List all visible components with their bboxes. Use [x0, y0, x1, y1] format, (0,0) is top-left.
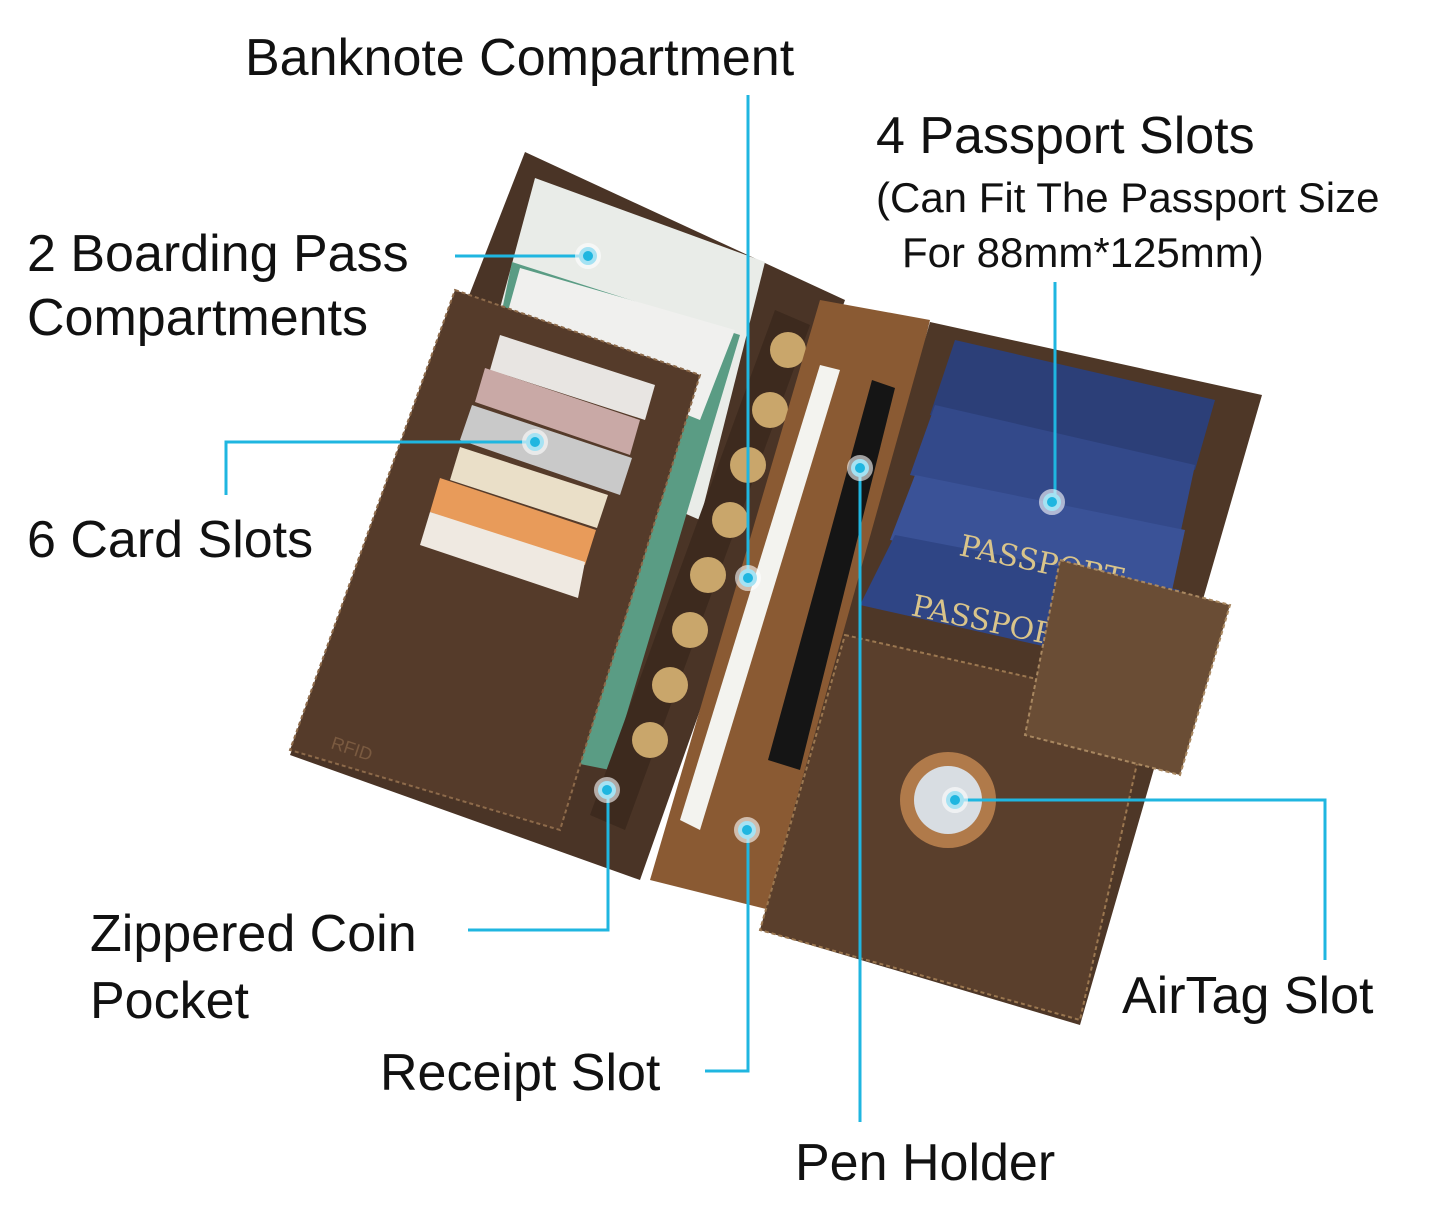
snap-tab: [1023, 558, 1232, 777]
label-pen-holder: Pen Holder: [795, 1134, 1056, 1192]
card: [490, 335, 655, 420]
passport: [930, 340, 1215, 470]
card: [450, 447, 608, 528]
label-airtag-slot: AirTag Slot: [1122, 967, 1374, 1025]
callout-dots: [522, 243, 1065, 843]
label-boarding-pass-2: Compartments: [27, 289, 368, 347]
label-coin-pocket-2: Pocket: [90, 972, 249, 1030]
passport: [890, 475, 1185, 600]
callout-coin: [468, 790, 610, 932]
label-banknote-compartment: Banknote Compartment: [245, 29, 795, 87]
card: [460, 405, 632, 495]
passports: PASSPORT PASSPORT: [860, 340, 1215, 670]
card-slots: [420, 335, 655, 598]
receipt: [680, 365, 840, 830]
card: [420, 512, 585, 598]
callout-airtag: [955, 798, 1327, 960]
callout-receipt: [705, 830, 750, 1073]
label-passport-note-2: For 88mm*125mm): [902, 229, 1264, 276]
label-receipt-slot: Receipt Slot: [380, 1044, 661, 1102]
passport: [910, 405, 1195, 535]
card: [430, 478, 596, 565]
label-card-slots: 6 Card Slots: [27, 511, 314, 569]
label-coin-pocket-1: Zippered Coin: [90, 905, 417, 963]
card: [475, 368, 640, 455]
label-passport-slots: 4 Passport Slots: [876, 107, 1255, 165]
label-passport-note-1: (Can Fit The Passport Size: [876, 174, 1380, 221]
label-boarding-pass-1: 2 Boarding Pass: [27, 225, 409, 283]
callout-lines: [224, 95, 1327, 1122]
callout-cards: [224, 440, 535, 495]
